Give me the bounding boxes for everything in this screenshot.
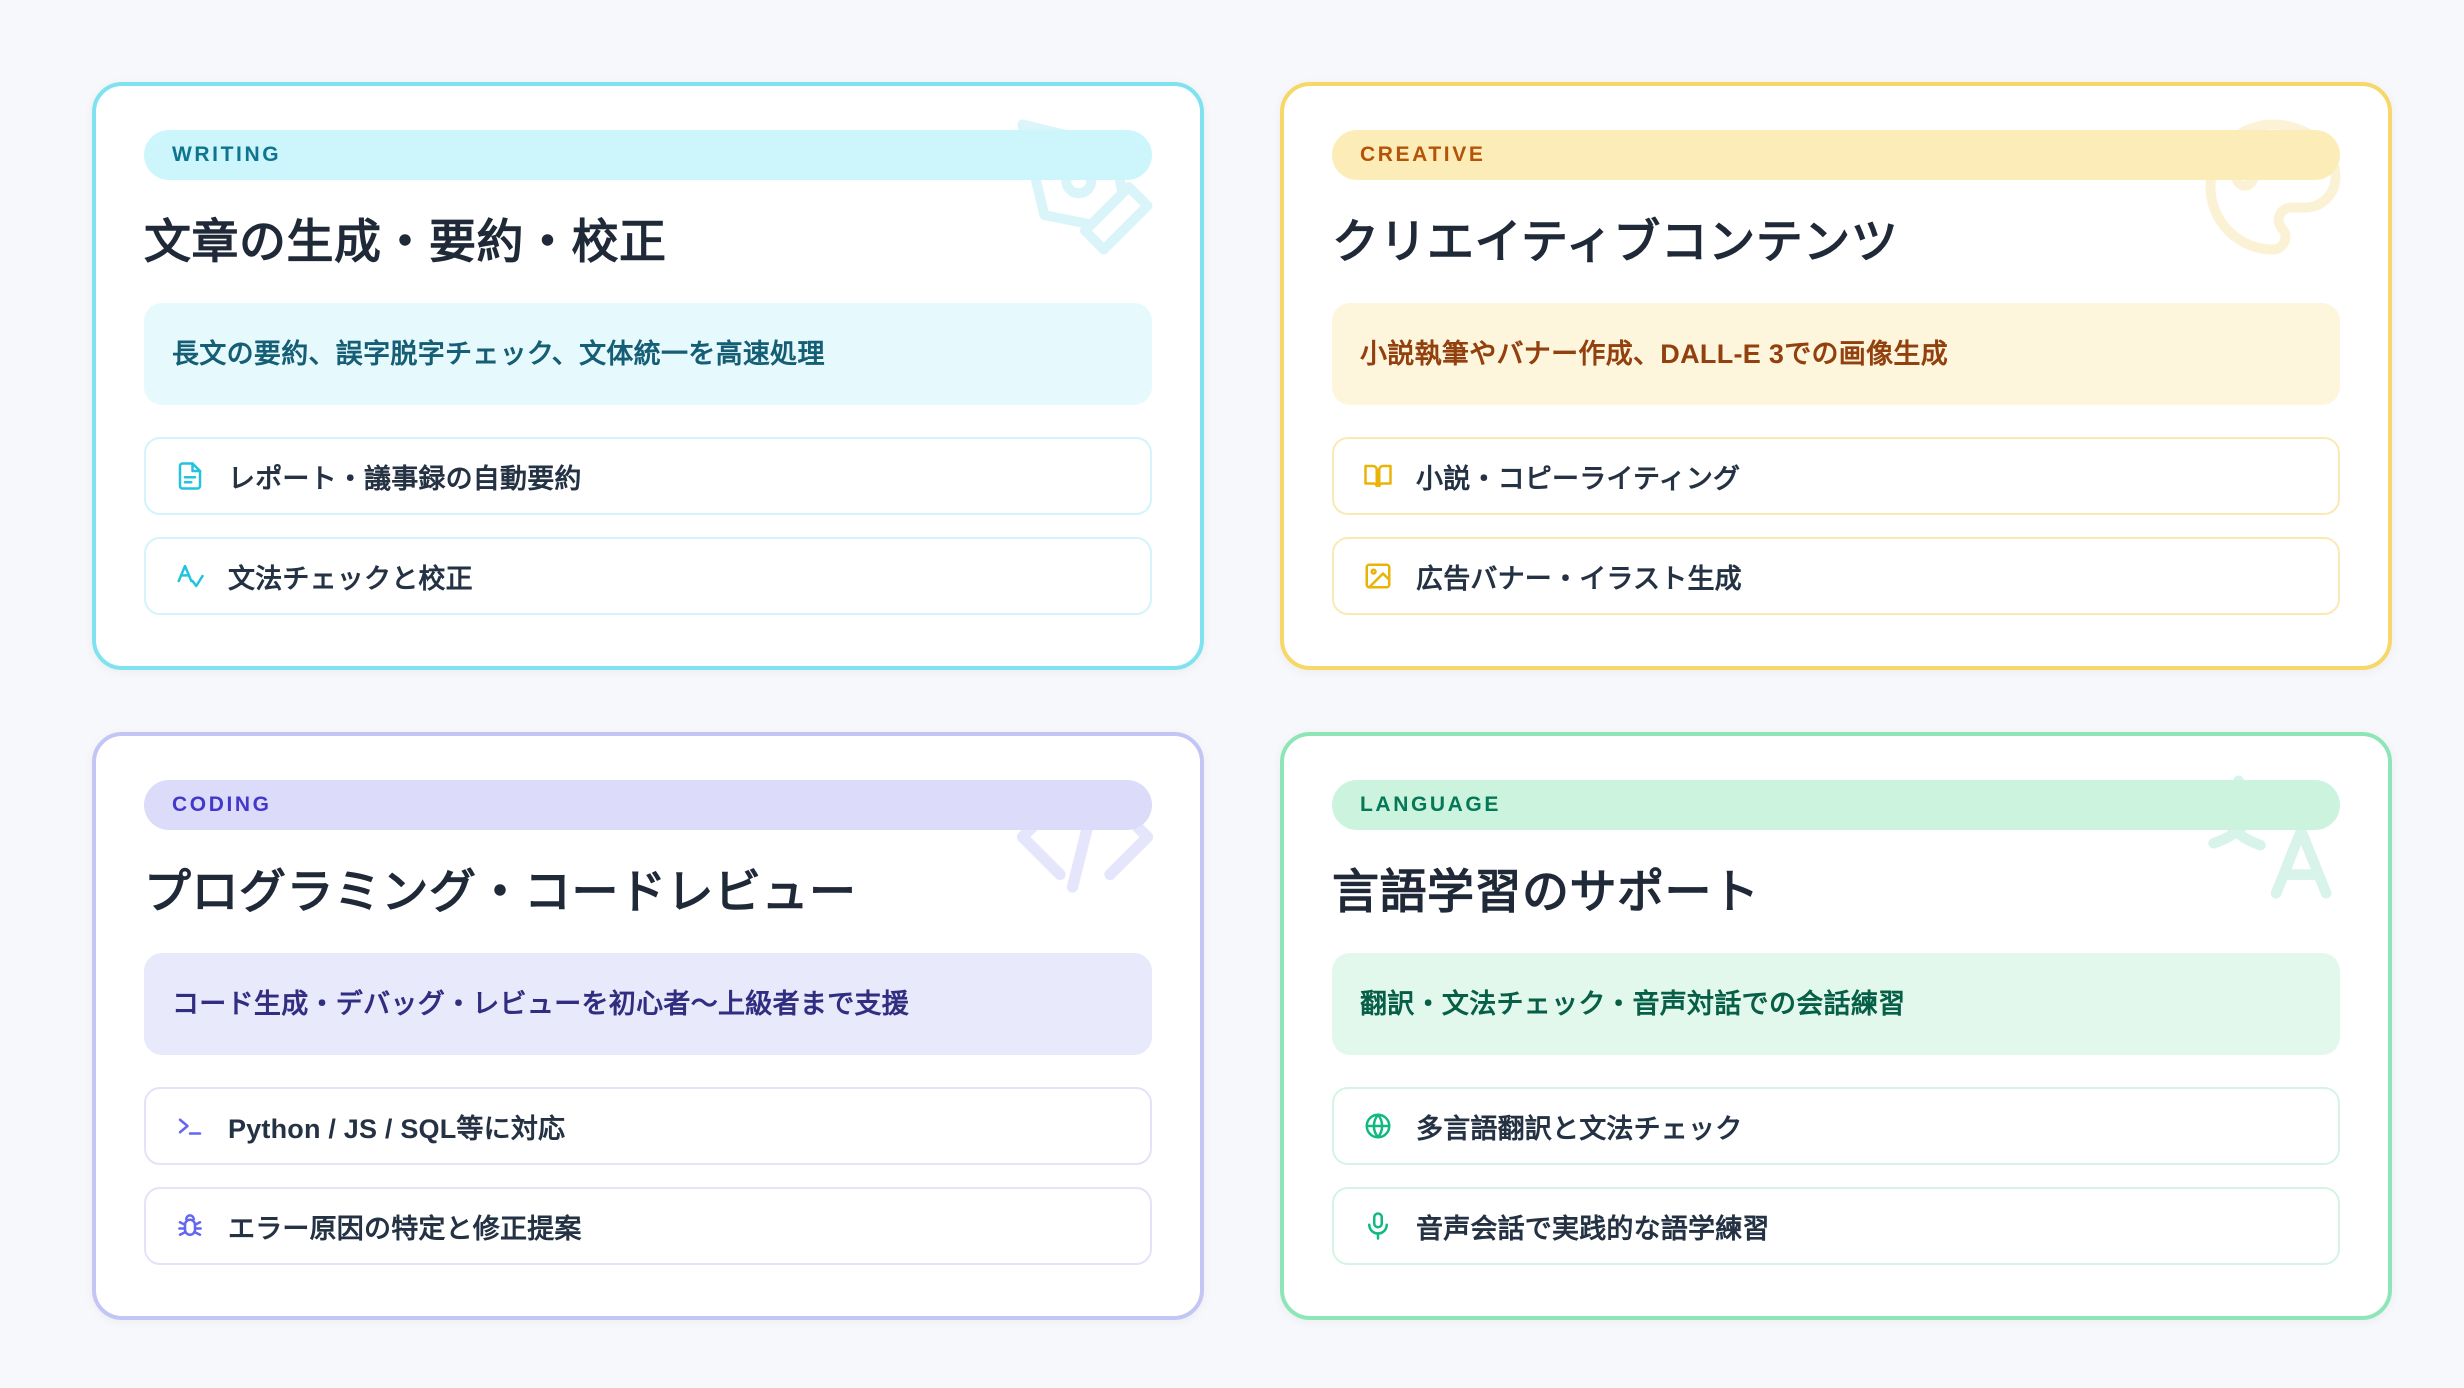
- card-description-text: 翻訳・文法チェック・音声対話での会話練習: [1360, 988, 1906, 1019]
- feature-item-label: 文法チェックと校正: [228, 563, 473, 594]
- feature-item[interactable]: Python / JS / SQL等に対応: [144, 1087, 1152, 1166]
- feature-item-label: 多言語翻訳と文法チェック: [1416, 1113, 1743, 1144]
- feature-card-coding[interactable]: CODING プログラミング・コードレビュー コード生成・デバッグ・レビューを初…: [92, 732, 1204, 1320]
- feature-list-creative: 小説・コピーライティング 広告バナー・イラスト生成: [1332, 437, 2340, 616]
- card-description-box-creative: 小説執筆やバナー作成、DALL-E 3での画像生成: [1332, 303, 2340, 406]
- feature-card-creative[interactable]: CREATIVE クリエイティブコンテンツ 小説執筆やバナー作成、DALL-E …: [1280, 82, 2392, 670]
- card-badge-writing: WRITING: [144, 130, 1152, 180]
- card-description-text: 長文の要約、誤字脱字チェック、文体統一を高速処理: [172, 338, 825, 369]
- feature-item[interactable]: 音声会話で実践的な語学練習: [1332, 1187, 2340, 1266]
- feature-item[interactable]: 文法チェックと校正: [144, 537, 1152, 616]
- card-badge-language: LANGUAGE: [1332, 780, 2340, 830]
- card-description-box-language: 翻訳・文法チェック・音声対話での会話練習: [1332, 953, 2340, 1056]
- terminal-icon: [174, 1110, 206, 1142]
- feature-item[interactable]: レポート・議事録の自動要約: [144, 437, 1152, 516]
- bug-icon: [174, 1210, 206, 1242]
- feature-item-label: 音声会話で実践的な語学練習: [1416, 1213, 1770, 1244]
- spellcheck-icon: [174, 560, 206, 592]
- globe-icon: [1362, 1110, 1394, 1142]
- feature-item-label: Python / JS / SQL等に対応: [228, 1113, 566, 1144]
- card-description-box-coding: コード生成・デバッグ・レビューを初心者〜上級者まで支援: [144, 953, 1152, 1056]
- feature-item[interactable]: 多言語翻訳と文法チェック: [1332, 1087, 2340, 1166]
- badge-label: CODING: [172, 793, 272, 816]
- feature-item-label: レポート・議事録の自動要約: [228, 463, 582, 494]
- card-badge-creative: CREATIVE: [1332, 130, 2340, 180]
- badge-label: CREATIVE: [1360, 143, 1486, 166]
- image-icon: [1362, 560, 1394, 592]
- book-icon: [1362, 460, 1394, 492]
- feature-list-coding: Python / JS / SQL等に対応 エラー原因の特定と修正提: [144, 1087, 1152, 1266]
- feature-item-label: 小説・コピーライティング: [1416, 463, 1741, 494]
- card-description-box-writing: 長文の要約、誤字脱字チェック、文体統一を高速処理: [144, 303, 1152, 406]
- card-description-text: 小説執筆やバナー作成、DALL-E 3での画像生成: [1360, 338, 1948, 369]
- feature-list-language: 多言語翻訳と文法チェック 音声会話で実践的な語学練習: [1332, 1087, 2340, 1266]
- microphone-icon: [1362, 1210, 1394, 1242]
- document-icon: [174, 460, 206, 492]
- badge-label: WRITING: [172, 143, 282, 166]
- feature-item-label: エラー原因の特定と修正提案: [228, 1213, 582, 1244]
- feature-item-label: 広告バナー・イラスト生成: [1416, 563, 1742, 594]
- card-title-coding: プログラミング・コードレビュー: [144, 865, 857, 918]
- feature-item[interactable]: 小説・コピーライティング: [1332, 437, 2340, 516]
- card-title-writing: 文章の生成・要約・校正: [144, 215, 667, 268]
- feature-list-writing: レポート・議事録の自動要約 文法チェックと校正: [144, 437, 1152, 616]
- card-title-language: 言語学習のサポート: [1332, 865, 1760, 918]
- feature-card-writing[interactable]: WRITING 文章の生成・要約・校正 長文の要約、誤字脱字チェック、文体統一を…: [92, 82, 1204, 670]
- card-badge-coding: CODING: [144, 780, 1152, 830]
- feature-card-language[interactable]: LANGUAGE 言語学習のサポート 翻訳・文法チェック・音声対話での会話練習 …: [1280, 732, 2392, 1320]
- feature-item[interactable]: 広告バナー・イラスト生成: [1332, 537, 2340, 616]
- badge-label: LANGUAGE: [1360, 793, 1501, 816]
- card-description-text: コード生成・デバッグ・レビューを初心者〜上級者まで支援: [172, 988, 910, 1019]
- card-title-creative: クリエイティブコンテンツ: [1332, 215, 1899, 268]
- feature-item[interactable]: エラー原因の特定と修正提案: [144, 1187, 1152, 1266]
